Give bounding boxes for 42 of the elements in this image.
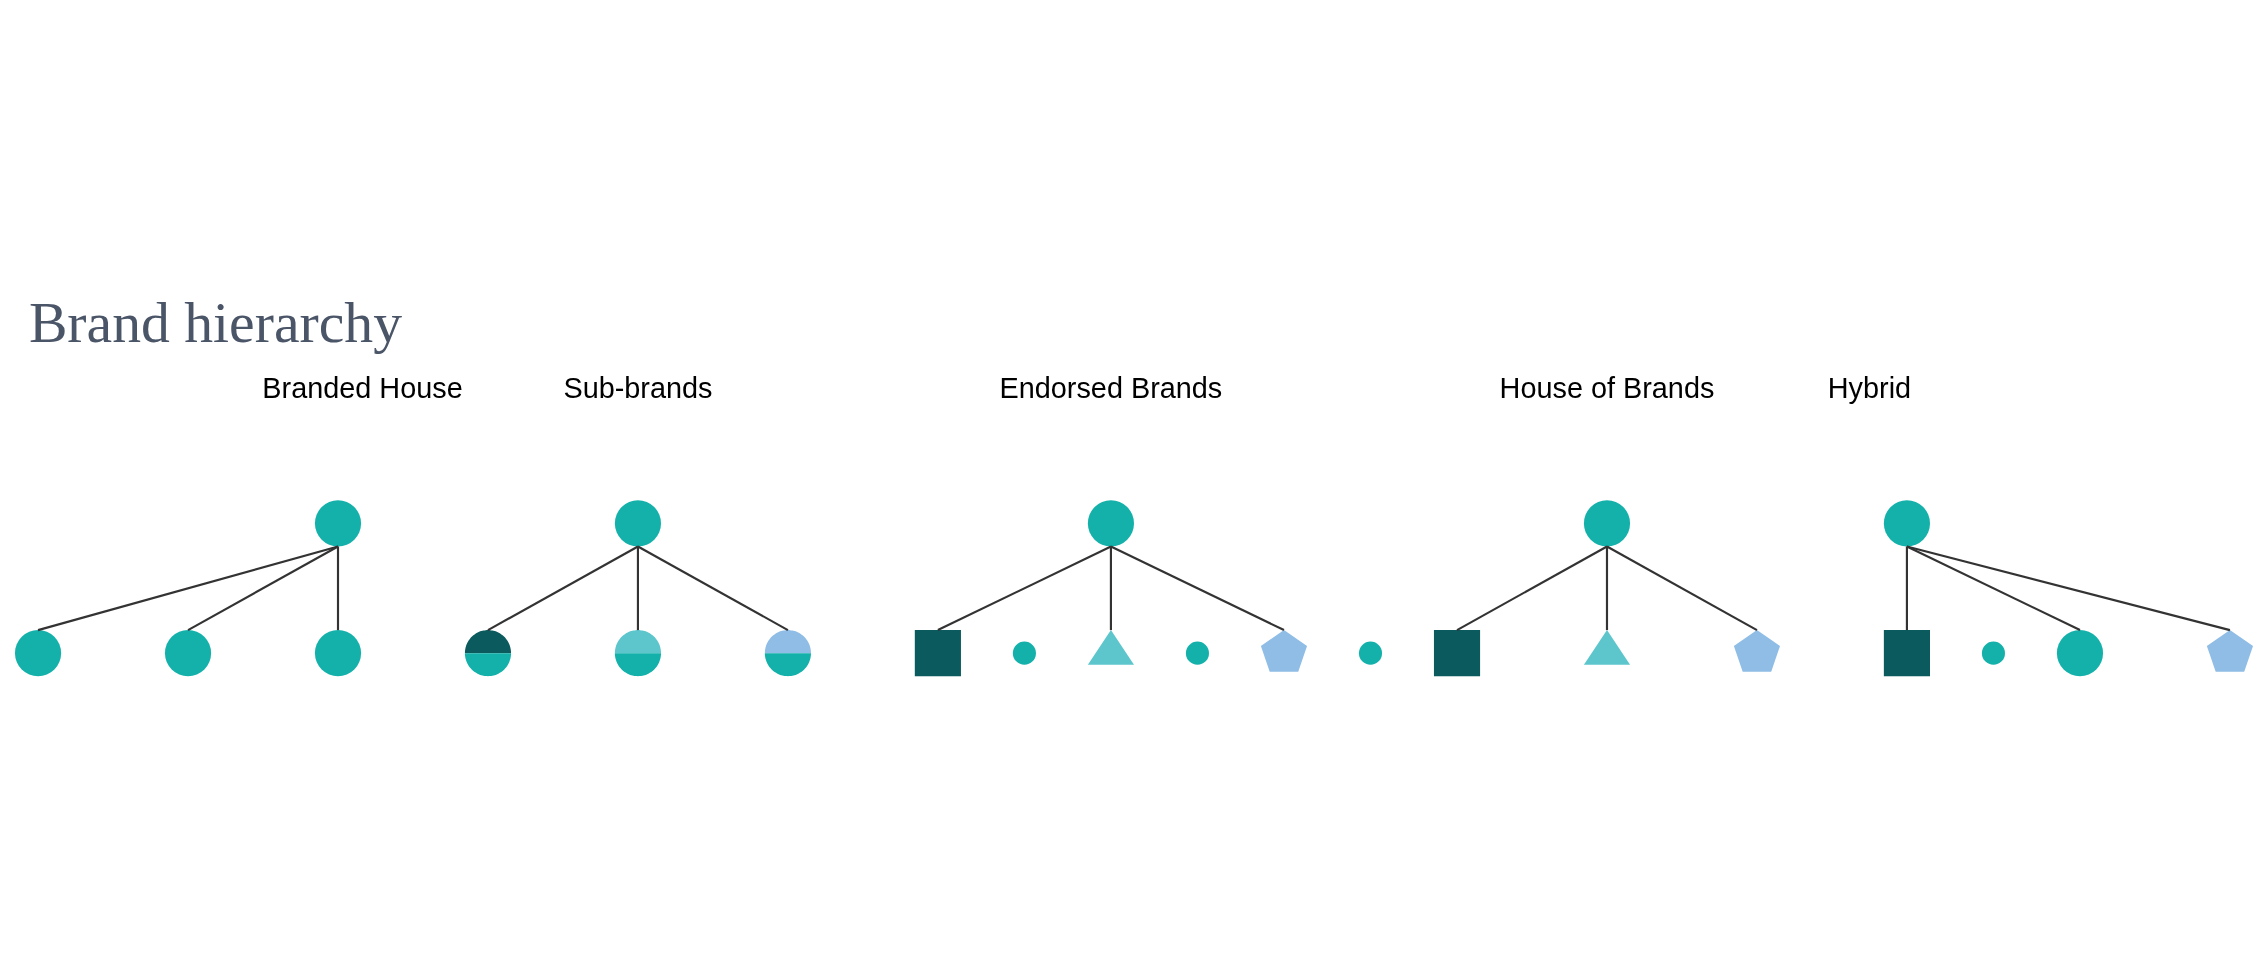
node-box — [1883, 630, 1930, 677]
label: Branded House — [262, 371, 463, 404]
connector — [1605, 546, 1609, 631]
node-pentagon — [1733, 630, 1781, 672]
connector — [487, 545, 639, 632]
connector — [637, 545, 789, 632]
label: Endorsed Brands — [999, 371, 1223, 404]
node-circle — [1358, 641, 1383, 665]
node-triangle — [1087, 630, 1134, 665]
node-pentagon — [1260, 630, 1308, 672]
node-circle — [1185, 641, 1209, 665]
connector — [1906, 545, 2231, 632]
connector — [937, 545, 1112, 632]
connector — [1110, 545, 1285, 632]
label: House of Brands — [1499, 371, 1715, 404]
label: Hybrid — [1827, 371, 1912, 404]
connector — [1109, 546, 1112, 631]
connector — [336, 546, 340, 631]
diagram-title: Brand hierarchy — [28, 290, 402, 354]
node-circle — [1883, 500, 1930, 547]
node-circle — [614, 500, 661, 547]
connector — [1456, 545, 1608, 632]
node-circle — [1087, 500, 1134, 547]
node-box — [1433, 630, 1481, 677]
connector — [1905, 546, 1908, 631]
node-box — [914, 630, 961, 677]
connector — [636, 546, 640, 631]
node-circle — [1012, 641, 1036, 665]
node-circle — [314, 630, 362, 677]
node-circle — [2056, 630, 2104, 677]
connector — [1906, 545, 2081, 632]
node-triangle — [1583, 630, 1631, 665]
node-circle — [164, 630, 212, 677]
connector — [37, 545, 339, 632]
connector — [1606, 545, 1758, 632]
node-circle — [1583, 500, 1631, 547]
node-circle — [1981, 641, 2005, 665]
node-circle — [15, 630, 62, 677]
node-pentagon — [2206, 630, 2253, 672]
connector — [187, 545, 339, 632]
node-circle — [314, 500, 362, 547]
label: Sub-brands — [563, 371, 713, 404]
